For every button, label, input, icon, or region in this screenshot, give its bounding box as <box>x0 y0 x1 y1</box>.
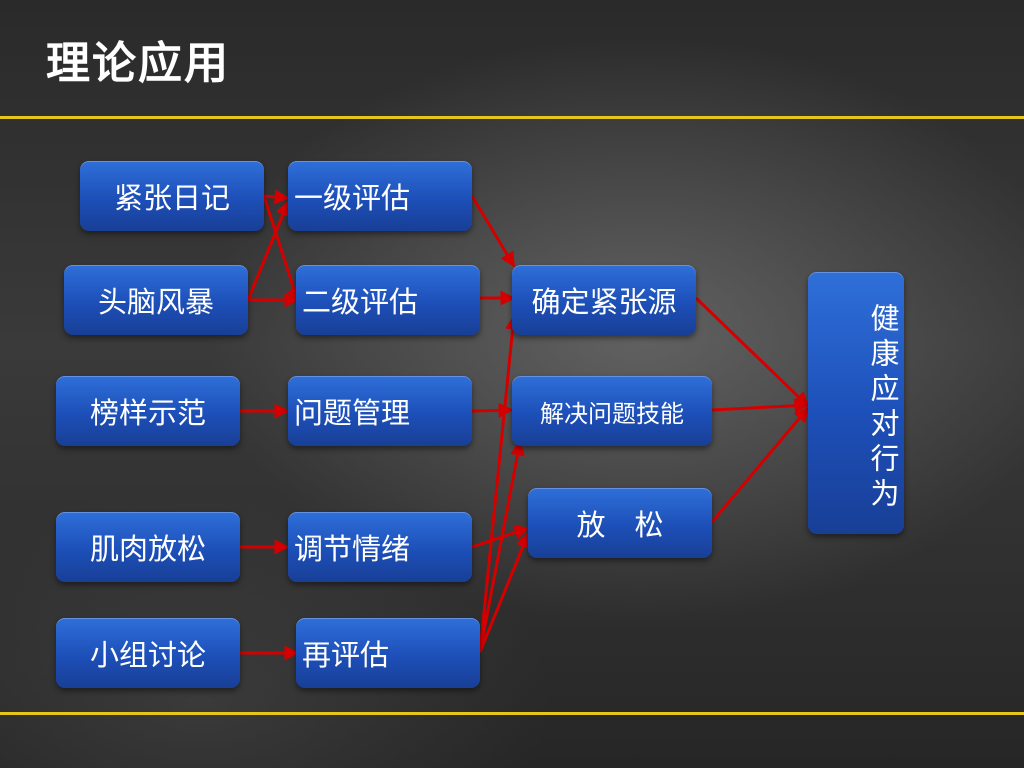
node-level2-eval: 二级评估 <box>296 265 480 335</box>
node-level1-eval: 一级评估 <box>288 161 472 231</box>
arrow-emotion-to-relax <box>471 525 530 549</box>
node-group-discussion: 小组讨论 <box>56 618 240 688</box>
bottom-divider <box>0 712 1024 715</box>
arrow-diary-to-level1 <box>263 189 290 205</box>
node-identify-stressor: 确定紧张源 <box>512 265 696 335</box>
arrow-relax-to-coping <box>710 406 810 523</box>
node-brainstorm: 头脑风暴 <box>64 265 248 335</box>
arrow-stressor-to-coping <box>694 296 810 408</box>
node-relax: 放 松 <box>528 488 712 558</box>
top-divider <box>0 116 1024 119</box>
node-tension-diary: 紧张日记 <box>80 161 264 231</box>
arrow-skills-to-coping <box>711 398 810 414</box>
arrow-problemmgmt-to-skills <box>471 402 514 418</box>
arrow-reeval-to-relax <box>478 532 530 653</box>
arrow-reeval-to-stressor <box>478 314 521 653</box>
node-role-model: 榜样示范 <box>56 376 240 446</box>
node-re-eval: 再评估 <box>296 618 480 688</box>
node-problem-mgmt: 问题管理 <box>288 376 472 446</box>
node-healthy-coping: 健康应对行为 <box>808 272 904 534</box>
node-problem-solving: 解决问题技能 <box>512 376 712 446</box>
arrow-reeval-to-skills <box>478 440 525 653</box>
node-muscle-relax: 肌肉放松 <box>56 512 240 582</box>
page-title: 理论应用 <box>46 38 230 89</box>
node-emotion-regulation: 调节情绪 <box>288 512 472 582</box>
arrow-level1-to-stressor <box>470 195 516 268</box>
